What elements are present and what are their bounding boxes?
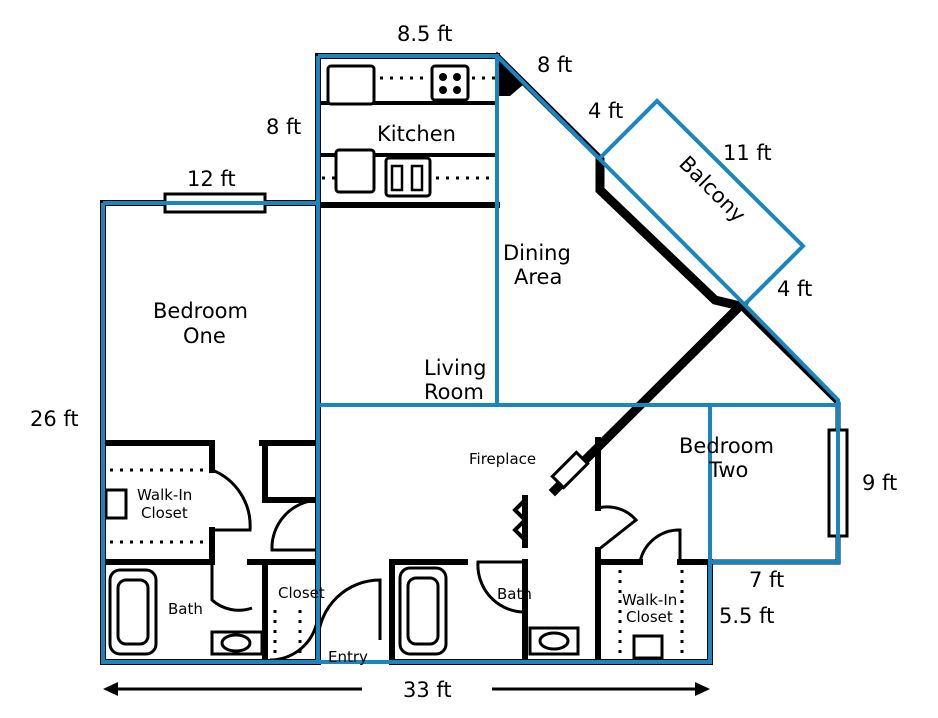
dim-kitchen-height: 8 ft xyxy=(266,115,301,139)
dim-balcony-long: 11 ft xyxy=(723,141,772,165)
dim-left-height: 26 ft xyxy=(30,407,79,431)
fixtures xyxy=(104,64,684,660)
room-living-line2: Room xyxy=(424,380,484,404)
room-bedroom-two-line1: Bedroom xyxy=(679,434,774,458)
room-bedroom-two-line2: Two xyxy=(708,458,748,482)
overall-width-arrows xyxy=(103,682,710,696)
dim-bottom-right-depth: 5.5 ft xyxy=(719,604,774,628)
room-kitchen: Kitchen xyxy=(377,122,456,146)
room-bedroom-one-line2: One xyxy=(183,324,226,348)
room-dining-line1: Dining xyxy=(503,241,571,265)
room-walkin1-line1: Walk-In xyxy=(137,486,192,504)
room-dining-line2: Area xyxy=(514,265,562,289)
room-closet: Closet xyxy=(278,584,325,602)
room-living-line1: Living xyxy=(424,356,486,380)
room-entry: Entry xyxy=(328,648,368,666)
dimension-labels: 8.5 ft 8 ft 8 ft 4 ft 11 ft 4 ft 12 ft 2… xyxy=(30,22,897,702)
dim-bedroom-window: 12 ft xyxy=(187,167,236,191)
dim-kitchen-diag: 8 ft xyxy=(537,53,572,77)
dim-bottom-right-width: 7 ft xyxy=(749,568,784,592)
dim-balcony-short-bottom: 4 ft xyxy=(777,277,812,301)
room-walkin2-line2: Closet xyxy=(626,608,673,626)
room-bath1: Bath xyxy=(168,600,203,618)
dim-kitchen-width: 8.5 ft xyxy=(397,22,452,46)
dim-balcony-short-top: 4 ft xyxy=(588,99,623,123)
blue-outlines xyxy=(101,54,840,664)
room-bedroom-one-line1: Bedroom xyxy=(153,299,248,323)
room-walkin1-line2: Closet xyxy=(141,504,188,522)
label-fireplace: Fireplace xyxy=(469,450,536,468)
dim-right-window: 9 ft xyxy=(862,471,897,495)
room-bath2: Bath xyxy=(497,585,532,603)
dim-overall-width: 33 ft xyxy=(403,678,452,702)
room-walkin2-line1: Walk-In xyxy=(622,591,677,609)
